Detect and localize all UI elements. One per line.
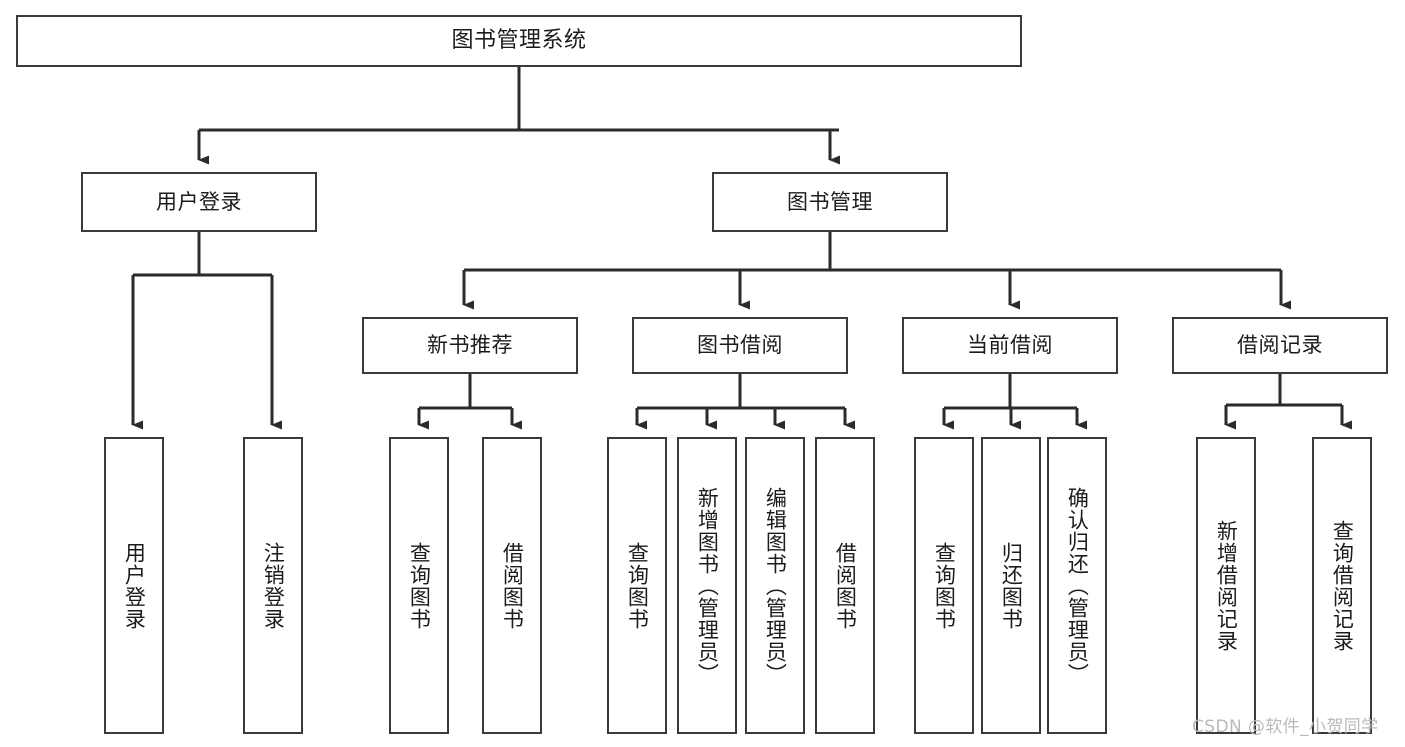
leaf-return-book[interactable]: 归还图书 — [981, 437, 1041, 734]
node-label: 编辑图书（管理员） — [763, 486, 788, 685]
csdn-watermark: CSDN @软件_小贺同学 — [1192, 717, 1379, 737]
node-book-manage[interactable]: 图书管理 — [712, 172, 948, 232]
leaf-confirm-return[interactable]: 确认归还（管理员） — [1047, 437, 1107, 734]
leaf-query-book-borrow[interactable]: 查询图书 — [607, 437, 667, 734]
node-user-login[interactable]: 用户登录 — [81, 172, 317, 232]
node-label: 查询图书 — [407, 541, 432, 630]
node-current-borrow[interactable]: 当前借阅 — [902, 317, 1118, 374]
leaf-query-book-recommend[interactable]: 查询图书 — [389, 437, 449, 734]
node-label: 当前借阅 — [967, 333, 1053, 358]
leaf-user-login[interactable]: 用户登录 — [104, 437, 164, 734]
node-label: 图书管理 — [787, 189, 873, 214]
leaf-edit-book[interactable]: 编辑图书（管理员） — [745, 437, 805, 734]
node-label: 注销登录 — [261, 541, 286, 630]
node-borrow-record[interactable]: 借阅记录 — [1172, 317, 1388, 374]
leaf-borrow-book[interactable]: 借阅图书 — [815, 437, 875, 734]
node-label: 图书管理系统 — [451, 27, 587, 53]
node-label: 图书借阅 — [697, 333, 783, 358]
node-new-book-recommend[interactable]: 新书推荐 — [362, 317, 578, 374]
node-label: 查询图书 — [932, 541, 957, 630]
node-label: 借阅记录 — [1237, 333, 1323, 358]
node-label: 借阅图书 — [500, 541, 525, 630]
node-root-book-management-system[interactable]: 图书管理系统 — [16, 15, 1022, 67]
node-label: 查询借阅记录 — [1330, 519, 1355, 652]
node-book-borrow[interactable]: 图书借阅 — [632, 317, 848, 374]
node-label: 确认归还（管理员） — [1065, 486, 1090, 685]
node-label: 新增图书（管理员） — [695, 486, 720, 685]
node-label: 归还图书 — [999, 541, 1024, 630]
node-label: 新增借阅记录 — [1214, 519, 1239, 652]
leaf-logout-login[interactable]: 注销登录 — [243, 437, 303, 734]
leaf-query-borrow-record[interactable]: 查询借阅记录 — [1312, 437, 1372, 734]
node-label: 借阅图书 — [833, 541, 858, 630]
leaf-borrow-book-recommend[interactable]: 借阅图书 — [482, 437, 542, 734]
leaf-query-book-current[interactable]: 查询图书 — [914, 437, 974, 734]
node-label: 用户登录 — [156, 189, 242, 214]
node-label: 查询图书 — [625, 541, 650, 630]
node-label: 新书推荐 — [427, 333, 513, 358]
leaf-add-borrow-record[interactable]: 新增借阅记录 — [1196, 437, 1256, 734]
leaf-add-book[interactable]: 新增图书（管理员） — [677, 437, 737, 734]
node-label: 用户登录 — [122, 541, 147, 630]
